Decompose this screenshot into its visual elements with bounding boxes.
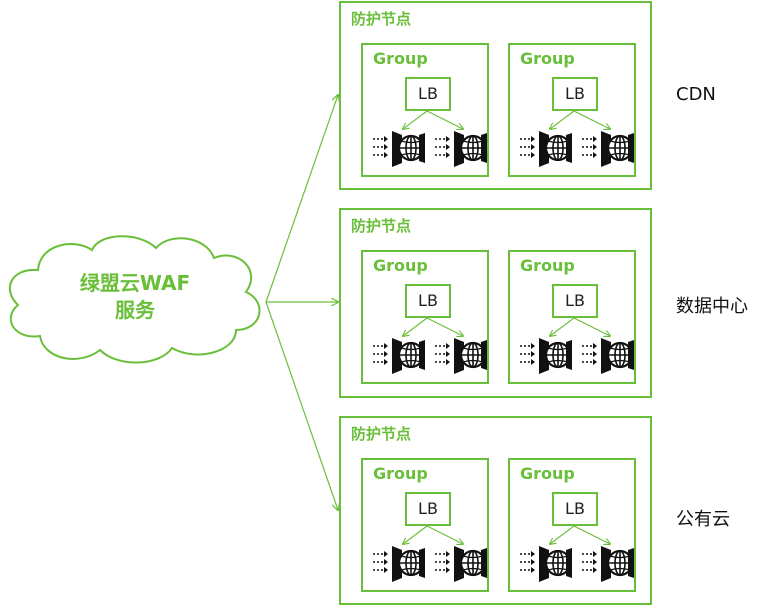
load-balancer: LB	[405, 492, 451, 526]
waf-server-icon	[518, 127, 578, 167]
load-balancer: LB	[405, 284, 451, 318]
waf-server-icon	[433, 334, 493, 374]
lb-fanout-arrows	[510, 525, 634, 554]
lb-fanout-arrows	[363, 317, 487, 346]
deployment-type-label: 数据中心	[676, 296, 748, 317]
waf-server-icon	[371, 334, 431, 374]
group-title: Group	[520, 256, 575, 275]
protection-node-title: 防护节点	[351, 10, 412, 28]
waf-server-icon	[518, 334, 578, 374]
cloud-shape	[8, 235, 261, 364]
connector-to-cdn	[265, 95, 338, 303]
protection-node-title: 防护节点	[351, 425, 412, 443]
waf-server-icon	[433, 542, 493, 582]
waf-server-icon	[371, 127, 431, 167]
waf-server-icon	[518, 542, 578, 582]
lb-fanout-arrows	[363, 525, 487, 554]
service-name: 绿盟云WAF	[79, 271, 191, 295]
group-title: Group	[373, 49, 428, 68]
load-balancer: LB	[552, 492, 598, 526]
load-balancer: LB	[552, 77, 598, 111]
waf-server-icon	[580, 334, 640, 374]
lb-fanout-arrows	[363, 110, 487, 139]
waf-server-icon	[580, 127, 640, 167]
group-title: Group	[520, 464, 575, 483]
lb-fanout-arrows	[510, 110, 634, 139]
load-balancer: LB	[405, 77, 451, 111]
waf-server-icon	[371, 542, 431, 582]
waf-service-cloud-label: 绿盟云WAF 服务	[40, 270, 230, 324]
waf-server-icon	[433, 127, 493, 167]
deployment-type-label: CDN	[676, 84, 716, 105]
group-title: Group	[520, 49, 575, 68]
load-balancer: LB	[552, 284, 598, 318]
service-suffix: 服务	[115, 298, 155, 322]
connector-to-publiccloud	[265, 301, 338, 510]
lb-fanout-arrows	[510, 317, 634, 346]
protection-node-title: 防护节点	[351, 217, 412, 235]
deployment-type-label: 公有云	[676, 509, 730, 530]
group-title: Group	[373, 464, 428, 483]
group-title: Group	[373, 256, 428, 275]
waf-server-icon	[580, 542, 640, 582]
